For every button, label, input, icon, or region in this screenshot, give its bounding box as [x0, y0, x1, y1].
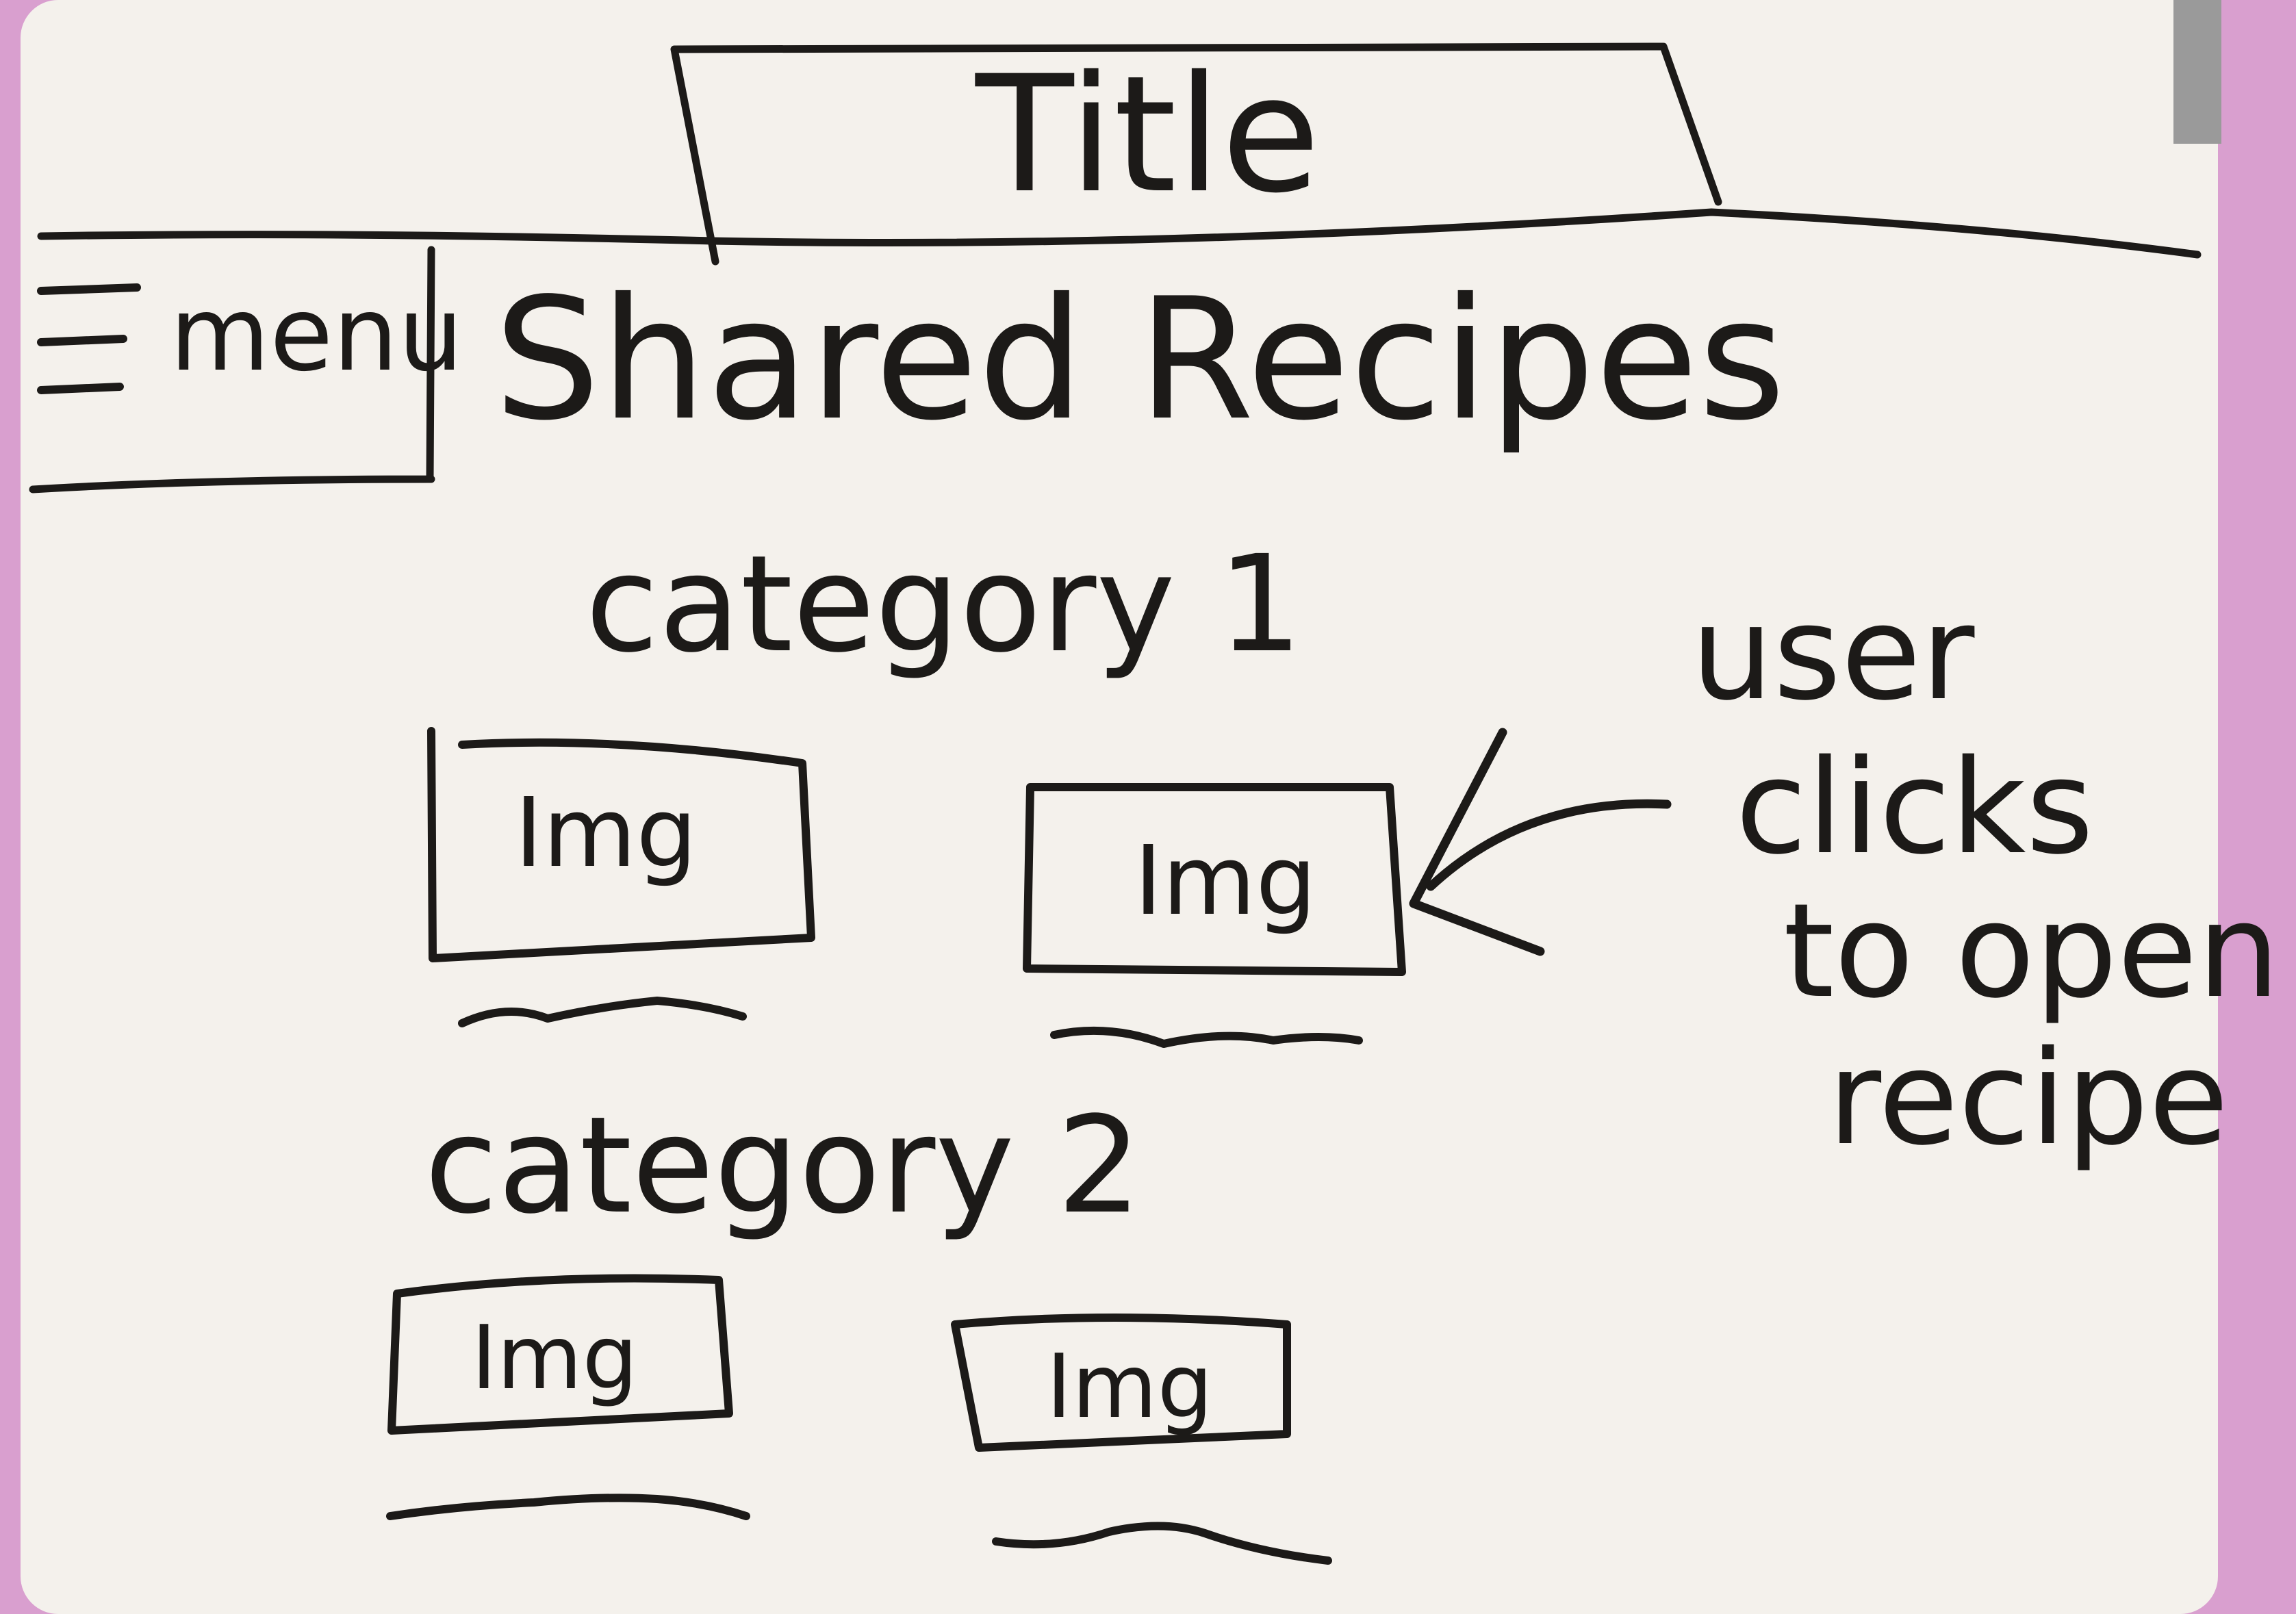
- annotation-line: recipe: [1828, 1023, 2229, 1174]
- recipe-title-placeholder: [386, 1494, 750, 1520]
- image-label: Img: [515, 778, 698, 889]
- title-box-outline: [670, 42, 1722, 266]
- recipe-card[interactable]: Img: [386, 1274, 750, 1520]
- annotation-line: user: [1691, 578, 1975, 729]
- menu-label: menu: [170, 275, 463, 394]
- image-placeholder: [1023, 782, 1406, 976]
- recipe-card[interactable]: Img: [1023, 782, 1406, 1048]
- board-corner-clip: [2173, 0, 2221, 144]
- annotation-callout: user clicks to open recipe: [1409, 578, 2296, 1174]
- category-label: category 2: [424, 1088, 1142, 1243]
- recipe-card[interactable]: Img: [951, 1314, 1332, 1565]
- arrow-head: [1409, 728, 1545, 956]
- category-section-2: category 2 Img Img: [386, 1088, 1332, 1565]
- recipe-title-placeholder: [992, 1522, 1332, 1565]
- recipe-title-placeholder: [458, 997, 747, 1027]
- image-label: Img: [471, 1307, 638, 1409]
- image-placeholder: [387, 1274, 733, 1435]
- image-label: Img: [1046, 1336, 1213, 1438]
- annotation-line: clicks: [1735, 732, 2094, 883]
- annotation-line: to open: [1783, 875, 2280, 1027]
- whiteboard-surface: [21, 0, 2218, 1614]
- hamburger-icon: [37, 283, 141, 394]
- image-label: Img: [1134, 825, 1317, 937]
- image-placeholder: [951, 1314, 1291, 1452]
- page-heading: Shared Recipes: [494, 262, 1785, 457]
- menu-box-outline: [29, 246, 435, 494]
- category-section-1: category 1 Img Img: [427, 526, 1406, 1048]
- header-bar: Title: [37, 42, 2202, 266]
- header-bottom-line: [37, 208, 2202, 259]
- recipe-title-placeholder: [1050, 1026, 1363, 1048]
- category-label: category 1: [585, 526, 1303, 682]
- menu-button[interactable]: menu: [29, 246, 463, 494]
- recipe-card[interactable]: Img: [427, 727, 815, 1027]
- arrow-shaft: [1426, 799, 1672, 891]
- title-text: Title: [975, 42, 1321, 229]
- annotation-text: user clicks to open recipe: [1691, 578, 2296, 1174]
- image-placeholder: [427, 727, 815, 962]
